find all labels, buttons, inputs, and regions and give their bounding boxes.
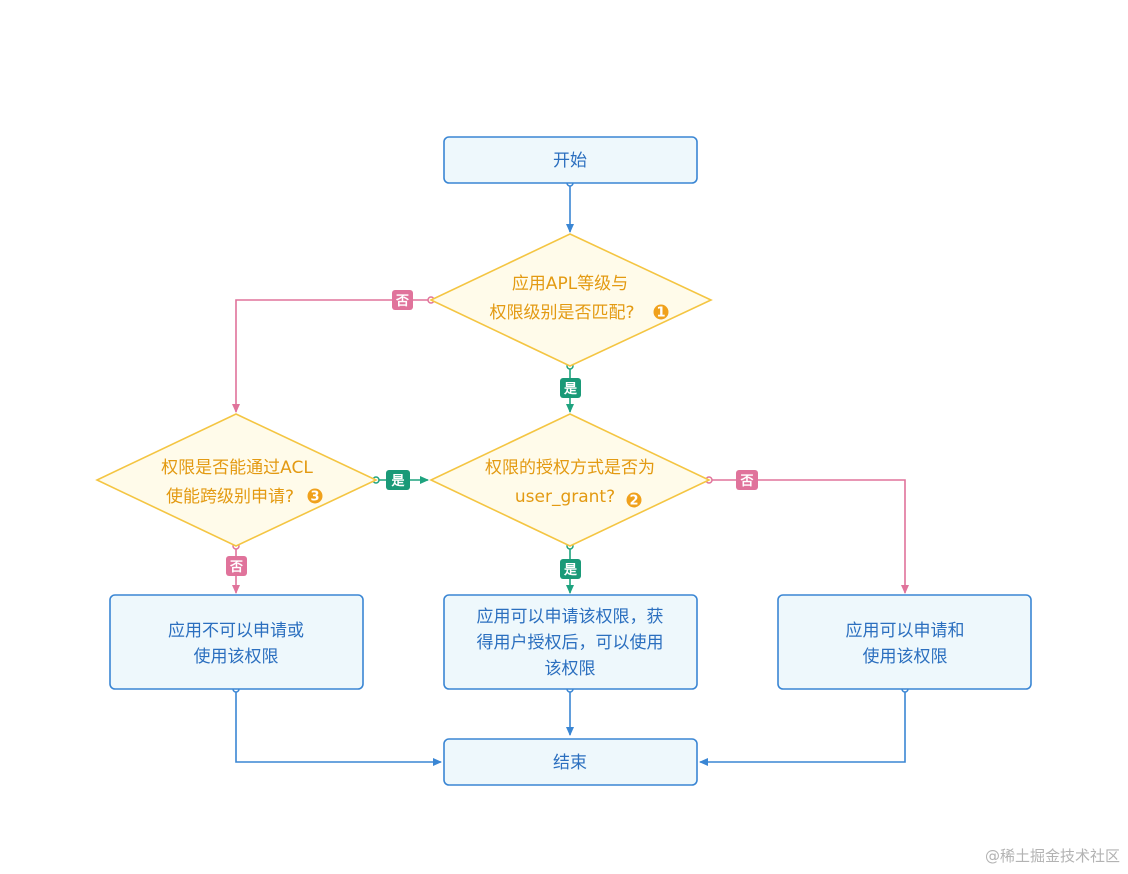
deny-node: 应用不可以申请或 使用该权限 [109, 594, 364, 690]
step-badge-2 [626, 492, 642, 508]
edge-allow-to-end [699, 689, 906, 766]
step-badge-2-label: 2 [629, 494, 638, 509]
edge-apl-no [232, 299, 431, 413]
acl-check-line-1: 权限是否能通过ACL [161, 458, 313, 478]
deny-line-2: 使用该权限 [194, 646, 279, 667]
end-node: 结束 [443, 738, 698, 786]
watermark: @稀土掘金技术社区 [984, 847, 1120, 865]
end-label: 结束 [553, 753, 587, 773]
apl-check-line-2: 权限级别是否匹配? [489, 303, 634, 323]
user-grant-line-2: 得用户授权后，可以使用 [477, 632, 664, 653]
tag-acl-yes: 是 [386, 470, 410, 490]
user-grant-line-1: 应用可以申请该权限，获 [477, 607, 664, 627]
grant-check-diamond: 权限的授权方式是否为 user_grant? 2 [429, 413, 711, 547]
start-node: 开始 [443, 136, 698, 184]
user-grant-line-3: 该权限 [545, 659, 596, 679]
allow-node: 应用可以申请和 使用该权限 [777, 594, 1032, 690]
step-badge-1 [653, 304, 669, 320]
svg-text:否: 否 [395, 294, 409, 309]
step-badge-3 [307, 488, 323, 504]
edge-deny-to-end [235, 689, 442, 766]
step-badge-3-label: 3 [310, 490, 319, 505]
tag-acl-no: 否 [226, 556, 247, 576]
grant-check-line-1: 权限的授权方式是否为 [485, 458, 655, 478]
acl-check-diamond: 权限是否能通过ACL 使能跨级别申请? 3 [95, 413, 378, 547]
tag-apl-no: 否 [392, 290, 413, 310]
allow-line-2: 使用该权限 [863, 646, 948, 667]
apl-check-line-1: 应用APL等级与 [512, 274, 628, 294]
grant-check-line-2: user_grant? [515, 487, 615, 507]
tag-apl-yes: 是 [560, 378, 581, 398]
step-badge-1-label: 1 [656, 306, 665, 321]
svg-text:否: 否 [229, 560, 243, 575]
svg-text:否: 否 [739, 474, 753, 489]
tag-grant-no: 否 [736, 470, 758, 490]
acl-check-line-2: 使能跨级别申请? [166, 486, 294, 507]
allow-line-1: 应用可以申请和 [846, 621, 965, 641]
deny-line-1: 应用不可以申请或 [168, 621, 304, 641]
start-label: 开始 [553, 151, 587, 171]
edge-grant-no [709, 479, 909, 594]
apl-check-diamond: 应用APL等级与 权限级别是否匹配? 1 [429, 233, 713, 367]
svg-text:是: 是 [390, 474, 405, 489]
tag-grant-yes: 是 [560, 559, 581, 579]
svg-text:是: 是 [563, 563, 578, 578]
svg-text:是: 是 [563, 382, 578, 397]
user-grant-node: 应用可以申请该权限，获 得用户授权后，可以使用 该权限 [443, 594, 698, 690]
